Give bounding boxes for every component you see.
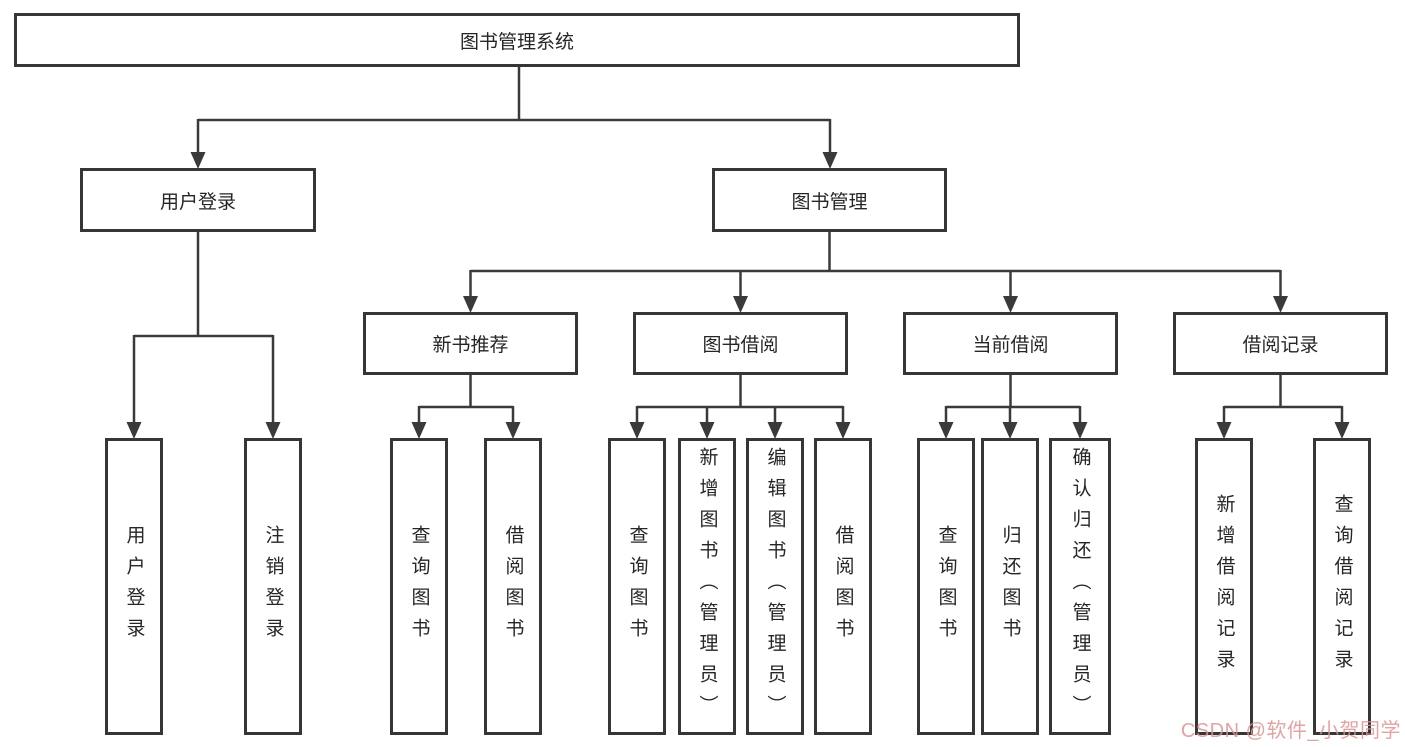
node-current-borrow: 当前借阅 xyxy=(903,312,1118,375)
node-book-borrow: 图书借阅 xyxy=(633,312,848,375)
leaf-user-login: 用户登录 xyxy=(105,438,163,735)
leaf-query-books-1-label: 查询图书 xyxy=(408,524,430,649)
leaf-return-books-label: 归还图书 xyxy=(999,524,1021,649)
leaf-confirm-return-admin-label: 确认归还（管理员） xyxy=(1069,447,1091,726)
node-borrow-record-label: 借阅记录 xyxy=(1242,335,1319,356)
leaf-query-books-3-label: 查询图书 xyxy=(935,524,957,649)
leaf-query-books-1: 查询图书 xyxy=(390,438,448,735)
leaf-logout: 注销登录 xyxy=(244,438,302,735)
leaf-borrow-books-1: 借阅图书 xyxy=(484,438,542,735)
leaf-borrow-books-2-label: 借阅图书 xyxy=(832,524,854,649)
leaf-query-books-3: 查询图书 xyxy=(917,438,975,735)
node-book-management-branch: 图书管理 xyxy=(712,168,947,232)
leaf-add-borrow-record: 新增借阅记录 xyxy=(1195,438,1253,735)
leaf-logout-label: 注销登录 xyxy=(262,524,284,649)
leaf-query-books-2-label: 查询图书 xyxy=(626,524,648,649)
leaf-edit-books-admin: 编辑图书（管理员） xyxy=(746,438,804,735)
node-book-management-label: 图书管理 xyxy=(791,191,868,213)
node-book-borrow-label: 图书借阅 xyxy=(702,335,779,356)
leaf-add-books-admin: 新增图书（管理员） xyxy=(678,438,736,735)
node-new-book-recommend-label: 新书推荐 xyxy=(432,335,509,356)
connector-group-root xyxy=(132,67,1344,424)
leaf-query-borrow-record: 查询借阅记录 xyxy=(1313,438,1371,735)
leaf-query-books-2: 查询图书 xyxy=(608,438,666,735)
leaf-add-books-admin-label: 新增图书（管理员） xyxy=(696,447,718,726)
leaf-query-borrow-record-label: 查询借阅记录 xyxy=(1331,493,1353,680)
leaf-confirm-return-admin: 确认归还（管理员） xyxy=(1049,438,1111,735)
leaf-add-borrow-record-label: 新增借阅记录 xyxy=(1213,493,1235,680)
watermark: CSDN @软件_小贺同学 xyxy=(1180,720,1401,742)
node-user-login-branch: 用户登录 xyxy=(80,168,316,232)
arrowhead-group xyxy=(126,152,1350,439)
leaf-borrow-books-1-label: 借阅图书 xyxy=(502,524,524,649)
node-current-borrow-label: 当前借阅 xyxy=(972,335,1049,356)
node-root-system: 图书管理系统 xyxy=(14,13,1020,67)
node-root-label: 图书管理系统 xyxy=(459,31,574,53)
node-new-book-recommend: 新书推荐 xyxy=(363,312,578,375)
leaf-borrow-books-2: 借阅图书 xyxy=(814,438,872,735)
node-borrow-record: 借阅记录 xyxy=(1173,312,1388,375)
leaf-edit-books-admin-label: 编辑图书（管理员） xyxy=(764,447,786,726)
leaf-user-login-label: 用户登录 xyxy=(123,524,145,649)
node-user-login-label: 用户登录 xyxy=(159,191,236,213)
leaf-return-books: 归还图书 xyxy=(981,438,1039,735)
